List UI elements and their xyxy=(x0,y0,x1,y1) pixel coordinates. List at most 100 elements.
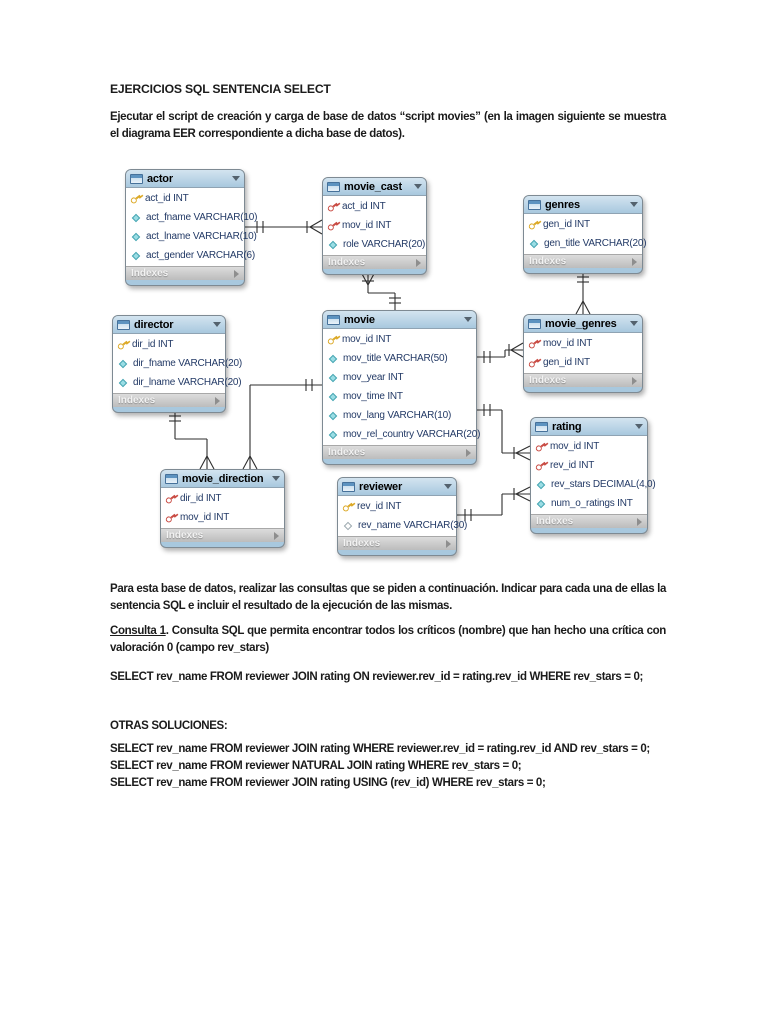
collapse-arrow-icon xyxy=(635,424,643,429)
column-definition: rev_name VARCHAR(30) xyxy=(358,520,468,531)
primary-key-icon xyxy=(526,217,541,232)
table-name: reviewer xyxy=(359,480,403,493)
connector-director-movie_direction xyxy=(206,455,215,470)
column-definition: mov_rel_country VARCHAR(20) xyxy=(343,429,481,440)
column-diamond-icon xyxy=(118,378,128,387)
table-icon xyxy=(327,314,340,325)
table-header: genres xyxy=(524,196,642,214)
column-diamond-icon xyxy=(328,411,338,420)
column-row: mov_id INT xyxy=(323,330,476,349)
table-name: movie_direction xyxy=(182,472,264,485)
column-definition: num_o_ratings INT xyxy=(551,498,633,509)
indexes-bar: Indexes xyxy=(338,536,456,550)
column-definition: dir_id INT xyxy=(132,339,174,350)
column-row: mov_id INT xyxy=(323,216,426,235)
column-definition: act_id INT xyxy=(145,193,189,204)
document-title: EJERCICIOS SQL SENTENCIA SELECT xyxy=(110,82,666,96)
indexes-label: Indexes xyxy=(118,395,156,406)
indexes-bar: Indexes xyxy=(531,514,647,528)
consulta1-text: . Consulta SQL que permita encontrar tod… xyxy=(110,625,666,654)
column-definition: role VARCHAR(20) xyxy=(343,239,426,250)
table-columns: act_id INT mov_id INT role VARCHAR(20) xyxy=(323,196,426,255)
table-icon xyxy=(528,318,541,329)
column-diamond-icon xyxy=(118,359,128,368)
column-row: gen_title VARCHAR(20) xyxy=(524,234,647,253)
column-definition: rev_id INT xyxy=(550,460,595,471)
foreign-key-icon xyxy=(526,355,541,370)
foreign-key-icon xyxy=(163,510,178,525)
table-header: movie_genres xyxy=(524,315,642,333)
column-diamond-icon xyxy=(536,480,546,489)
foreign-key-icon xyxy=(533,458,548,473)
column-definition: dir_lname VARCHAR(20) xyxy=(133,377,242,388)
foreign-key-icon xyxy=(325,218,340,233)
column-row: rev_stars DECIMAL(4,0) xyxy=(531,475,656,494)
table-icon xyxy=(535,421,548,432)
indexes-label: Indexes xyxy=(131,268,169,279)
column-diamond-icon xyxy=(131,232,141,241)
column-row: mov_year INT xyxy=(323,368,476,387)
table-name: genres xyxy=(545,198,580,211)
column-definition: act_id INT xyxy=(342,201,386,212)
connector-movie-movie_genres xyxy=(510,349,524,358)
table-icon xyxy=(130,173,143,184)
column-row: mov_lang VARCHAR(10) xyxy=(323,406,476,425)
relationship-lines xyxy=(169,219,591,521)
collapse-arrow-icon xyxy=(213,322,221,327)
indexes-label: Indexes xyxy=(166,530,204,541)
foreign-key-icon xyxy=(325,199,340,214)
table-header: actor xyxy=(126,170,244,188)
column-row: dir_fname VARCHAR(20) xyxy=(113,354,242,373)
connector-movie-movie_genres xyxy=(510,342,524,351)
table-header: movie_cast xyxy=(323,178,426,196)
column-definition: dir_fname VARCHAR(20) xyxy=(133,358,242,369)
primary-key-icon xyxy=(340,499,355,514)
column-definition: rev_id INT xyxy=(357,501,402,512)
expand-arrow-icon xyxy=(215,396,220,405)
indexes-label: Indexes xyxy=(328,447,366,458)
collapse-arrow-icon xyxy=(464,317,472,322)
connector-genres-movie_genres xyxy=(575,300,584,315)
foreign-key-icon xyxy=(163,491,178,506)
column-row: dir_id INT xyxy=(113,335,225,354)
table-header: rating xyxy=(531,418,647,436)
instructions-paragraph: Para esta base de datos, realizar las co… xyxy=(110,583,666,612)
expand-arrow-icon xyxy=(632,257,637,266)
indexes-bar: Indexes xyxy=(524,254,642,268)
collapse-arrow-icon xyxy=(444,484,452,489)
expand-arrow-icon xyxy=(466,448,471,457)
column-diamond-icon xyxy=(131,251,141,260)
column-row: gen_id INT xyxy=(524,215,642,234)
column-definition: mov_id INT xyxy=(550,441,600,452)
column-diamond-icon xyxy=(328,240,338,249)
collapse-arrow-icon xyxy=(272,476,280,481)
indexes-label: Indexes xyxy=(529,256,567,267)
column-definition: mov_lang VARCHAR(10) xyxy=(343,410,452,421)
column-row: mov_id INT xyxy=(524,334,642,353)
connector-actor-movie_cast xyxy=(309,219,323,228)
expand-arrow-icon xyxy=(234,269,239,278)
table-name: rating xyxy=(552,420,582,433)
column-row: num_o_ratings INT xyxy=(531,494,647,513)
table-icon xyxy=(342,481,355,492)
connector-movie-movie_direction xyxy=(249,455,258,470)
column-row: mov_id INT xyxy=(161,508,284,527)
connector-movie-rating xyxy=(515,445,531,454)
table-columns: dir_id INT dir_fname VARCHAR(20) dir_lname… xyxy=(113,334,242,393)
indexes-bar: Indexes xyxy=(323,255,426,269)
column-row: rev_id INT xyxy=(338,497,456,516)
connector-actor-movie_cast xyxy=(309,226,323,235)
foreign-key-icon xyxy=(526,336,541,351)
table-name: director xyxy=(134,318,174,331)
column-diamond-icon xyxy=(536,499,546,508)
indexes-bar: Indexes xyxy=(126,266,244,280)
intro-paragraph: Ejecutar el script de creación y carga d… xyxy=(110,111,666,140)
sql-query-alt2: SELECT rev_name FROM reviewer NATURAL JO… xyxy=(110,760,522,772)
